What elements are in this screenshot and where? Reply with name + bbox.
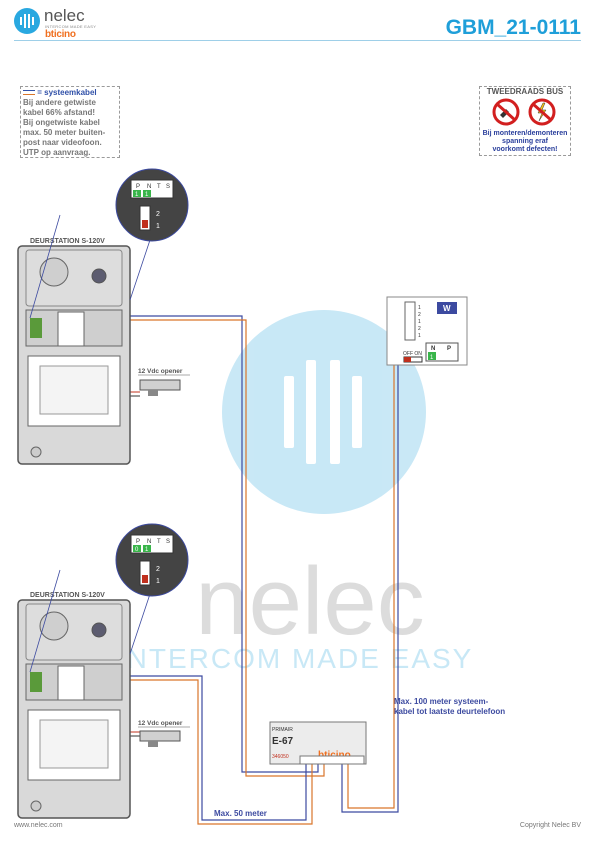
note-line: Bij ongetwiste kabel: [23, 118, 100, 127]
note-line: post naar videofoon.: [23, 138, 102, 147]
speaker-icon: [39, 611, 69, 641]
dip-label-n: N: [147, 539, 151, 545]
logo-name: nelec: [44, 6, 85, 25]
dip-label-n: N: [147, 184, 151, 190]
opener-1: 12 Vdc opener: [138, 368, 190, 396]
col-label: N: [431, 346, 435, 352]
terminal-label: 1: [418, 333, 421, 339]
nelec-logo-icon: [14, 8, 40, 34]
dip-callout-2: P N T S 0 1 2 1: [115, 523, 189, 597]
dip-label-t: T: [157, 539, 161, 545]
warning-title: TWEEDRAADS BUS: [486, 87, 564, 96]
switch-label: 2: [156, 211, 160, 218]
footer-copyright: Copyright Nelec BV: [519, 822, 581, 829]
psu-model: E-67: [272, 736, 294, 747]
wires-station-1: [80, 315, 325, 777]
dip-value: 0: [135, 547, 139, 553]
cable-note: = systeemkabel Bij andere getwiste kabel…: [20, 86, 120, 158]
door-station-2: DEURSTATION S-120V: [17, 569, 151, 819]
wires-station-2: [80, 675, 313, 825]
switch-label: 1: [156, 578, 160, 585]
watermark-bars-icon: [284, 360, 362, 464]
watermark-brand: nelec: [195, 548, 425, 655]
opener-2: 12 Vdc opener: [138, 720, 190, 747]
col-value: 1: [430, 355, 434, 361]
dip-label-t: T: [157, 184, 161, 190]
videophone: W 1 2 1 2 1 N P 1 OFF ON: [386, 296, 468, 366]
opener-label: 12 Vdc opener: [138, 368, 183, 375]
note-header: = systeemkabel: [23, 88, 117, 98]
warning-line: voorkomt defecten!: [492, 146, 558, 153]
terminal-label: 1: [418, 319, 421, 325]
logo-brand: bticino: [45, 29, 76, 40]
terminal-block: [30, 672, 42, 692]
note-line: kabel 66% afstand!: [23, 108, 96, 117]
dip-value: 1: [135, 192, 139, 198]
door-station-1: DEURSTATION S-120V: [17, 214, 151, 465]
speaker-icon: [39, 257, 69, 287]
dip-callout-1: P N T S 1 1 2 1: [115, 168, 189, 242]
opener-label: 12 Vdc opener: [138, 720, 183, 727]
videophone-badge: W: [443, 304, 451, 313]
power-supply: PRIMAIR E-67 346050 bticino: [269, 721, 367, 765]
col-label: P: [447, 346, 451, 352]
warning-line: Bij monteren/demonteren: [482, 130, 568, 137]
dip-label-p: P: [136, 539, 140, 545]
terminal-block: [30, 318, 42, 338]
no-unplug-icon: [492, 98, 520, 126]
terminal-label: 2: [418, 326, 421, 332]
note-line: Bij andere getwiste: [23, 98, 96, 107]
bus-warning: TWEEDRAADS BUS Bij monteren/demonteren s…: [479, 86, 571, 156]
terminal-label: 2: [418, 312, 421, 318]
door-station-label: DEURSTATION S-120V: [30, 238, 105, 245]
camera-icon: [91, 622, 107, 638]
dip-value: 1: [145, 547, 149, 553]
terminal-label: 1: [418, 305, 421, 311]
no-voltage-icon: [528, 98, 556, 126]
watermark-circle: [222, 310, 426, 514]
warning-icons: [492, 98, 556, 126]
footer-website: www.nelec.com: [14, 822, 63, 829]
watermark-tagline: NTERCOM MADE EASY: [127, 643, 474, 674]
warning-line: spanning eraf: [502, 138, 548, 145]
wire-length-long: Max. 100 meter systeem- kabel tot laatst…: [394, 697, 506, 716]
wire-length-short: Max. 50 meter: [214, 809, 267, 818]
switch-label: OFF ON: [403, 351, 422, 357]
door-station-label: DEURSTATION S-120V: [30, 592, 105, 599]
note-line: UTP op aanvraag.: [23, 148, 91, 157]
header-divider: [14, 40, 581, 41]
dip-label-s: S: [166, 539, 170, 545]
dip-value: 1: [145, 192, 149, 198]
psu-primary-label: PRIMAIR: [272, 727, 293, 733]
switch-label: 2: [156, 566, 160, 573]
document-title: GBM_21-0111: [445, 16, 581, 39]
dip-label-s: S: [166, 184, 170, 190]
dip-label-p: P: [136, 184, 140, 190]
switch-label: 1: [156, 223, 160, 230]
camera-icon: [91, 268, 107, 284]
note-line: max. 50 meter buiten-: [23, 128, 106, 137]
watermark: nelec NTERCOM MADE EASY: [127, 310, 474, 674]
logo-tagline: INTERCOM MADE EASY: [45, 24, 97, 29]
psu-code: 346050: [272, 754, 289, 760]
